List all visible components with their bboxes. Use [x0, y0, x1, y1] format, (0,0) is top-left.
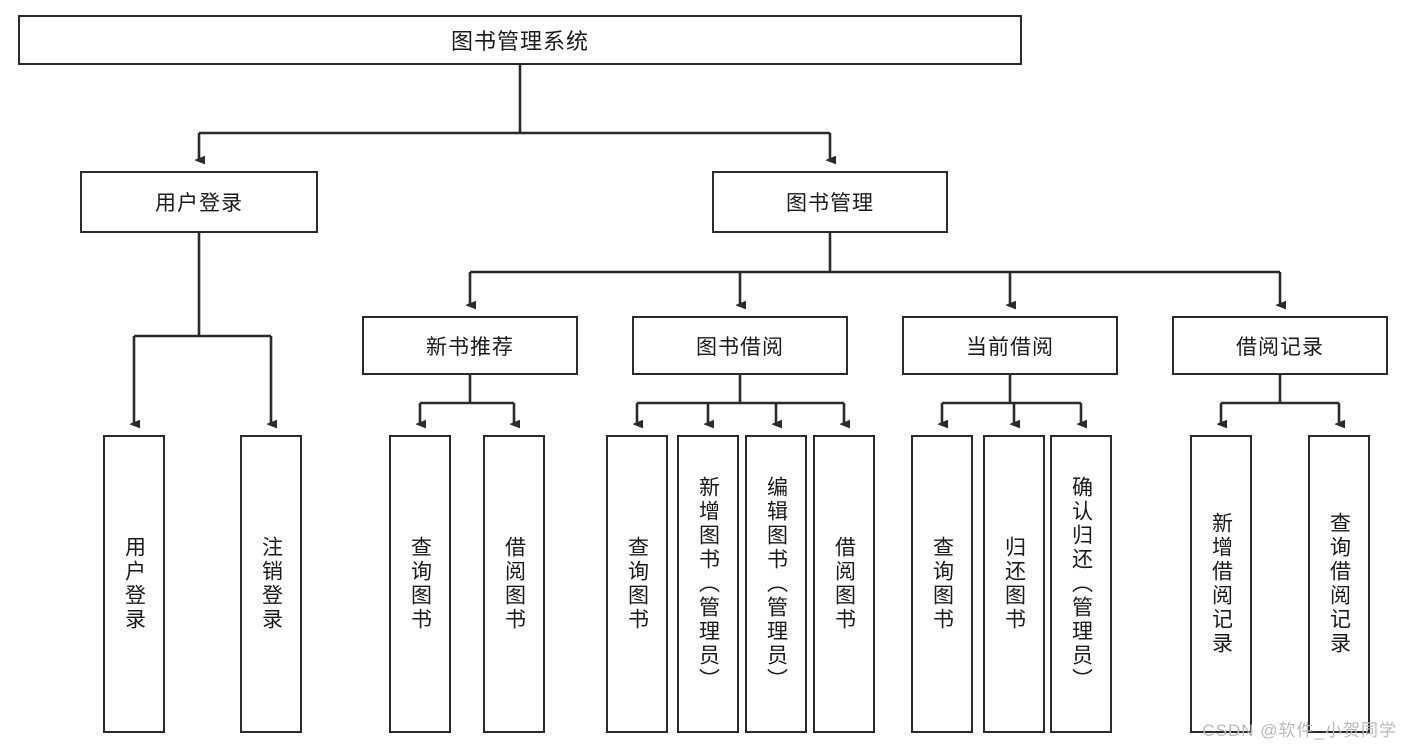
leaf-node[interactable]: 编辑图书（管理员）	[745, 435, 807, 733]
node-book-management-label: 图书管理	[786, 192, 874, 215]
node-new-book-recommend[interactable]: 新书推荐	[362, 316, 578, 375]
leaf-node-label: 查询图书	[625, 536, 649, 632]
node-book-borrow[interactable]: 图书借阅	[632, 316, 848, 375]
leaf-node-label: 用户登录	[122, 536, 146, 632]
node-user-login-label: 用户登录	[155, 192, 243, 215]
leaf-node-label: 注销登录	[259, 536, 283, 632]
watermark-text: CSDN @软件_小贺同学	[1202, 721, 1397, 740]
leaf-node[interactable]: 新增图书（管理员）	[677, 435, 739, 733]
leaf-node[interactable]: 用户登录	[103, 435, 165, 733]
node-root[interactable]: 图书管理系统	[18, 15, 1022, 65]
leaf-node-label: 新增借阅记录	[1209, 512, 1233, 656]
leaf-node[interactable]: 查询图书	[606, 435, 668, 733]
node-root-label: 图书管理系统	[450, 29, 589, 54]
node-borrow-record-label: 借阅记录	[1236, 335, 1324, 359]
node-current-borrow-label: 当前借阅	[966, 335, 1054, 359]
leaf-node-label: 确认归还（管理员）	[1069, 476, 1093, 692]
leaf-node-label: 编辑图书（管理员）	[764, 476, 788, 692]
node-new-book-recommend-label: 新书推荐	[426, 335, 514, 359]
leaf-node-label: 查询借阅记录	[1327, 512, 1351, 656]
node-book-management[interactable]: 图书管理	[712, 171, 948, 233]
leaf-node-label: 归还图书	[1002, 536, 1026, 632]
leaf-node-label: 查询图书	[930, 536, 954, 632]
leaf-node[interactable]: 查询图书	[389, 435, 451, 733]
leaf-node[interactable]: 归还图书	[983, 435, 1045, 733]
leaf-node[interactable]: 查询借阅记录	[1308, 435, 1370, 733]
leaf-node[interactable]: 借阅图书	[813, 435, 875, 733]
leaf-node[interactable]: 查询图书	[911, 435, 973, 733]
leaf-node[interactable]: 注销登录	[240, 435, 302, 733]
node-borrow-record[interactable]: 借阅记录	[1172, 316, 1388, 375]
leaf-node-label: 借阅图书	[832, 536, 856, 632]
leaf-node[interactable]: 新增借阅记录	[1190, 435, 1252, 733]
leaf-node-label: 查询图书	[408, 536, 432, 632]
node-book-borrow-label: 图书借阅	[696, 335, 784, 359]
node-current-borrow[interactable]: 当前借阅	[902, 316, 1118, 375]
leaf-node-label: 借阅图书	[502, 536, 526, 632]
node-user-login[interactable]: 用户登录	[80, 171, 318, 233]
leaf-node[interactable]: 确认归还（管理员）	[1050, 435, 1112, 733]
leaf-node[interactable]: 借阅图书	[483, 435, 545, 733]
leaf-node-label: 新增图书（管理员）	[696, 476, 720, 692]
